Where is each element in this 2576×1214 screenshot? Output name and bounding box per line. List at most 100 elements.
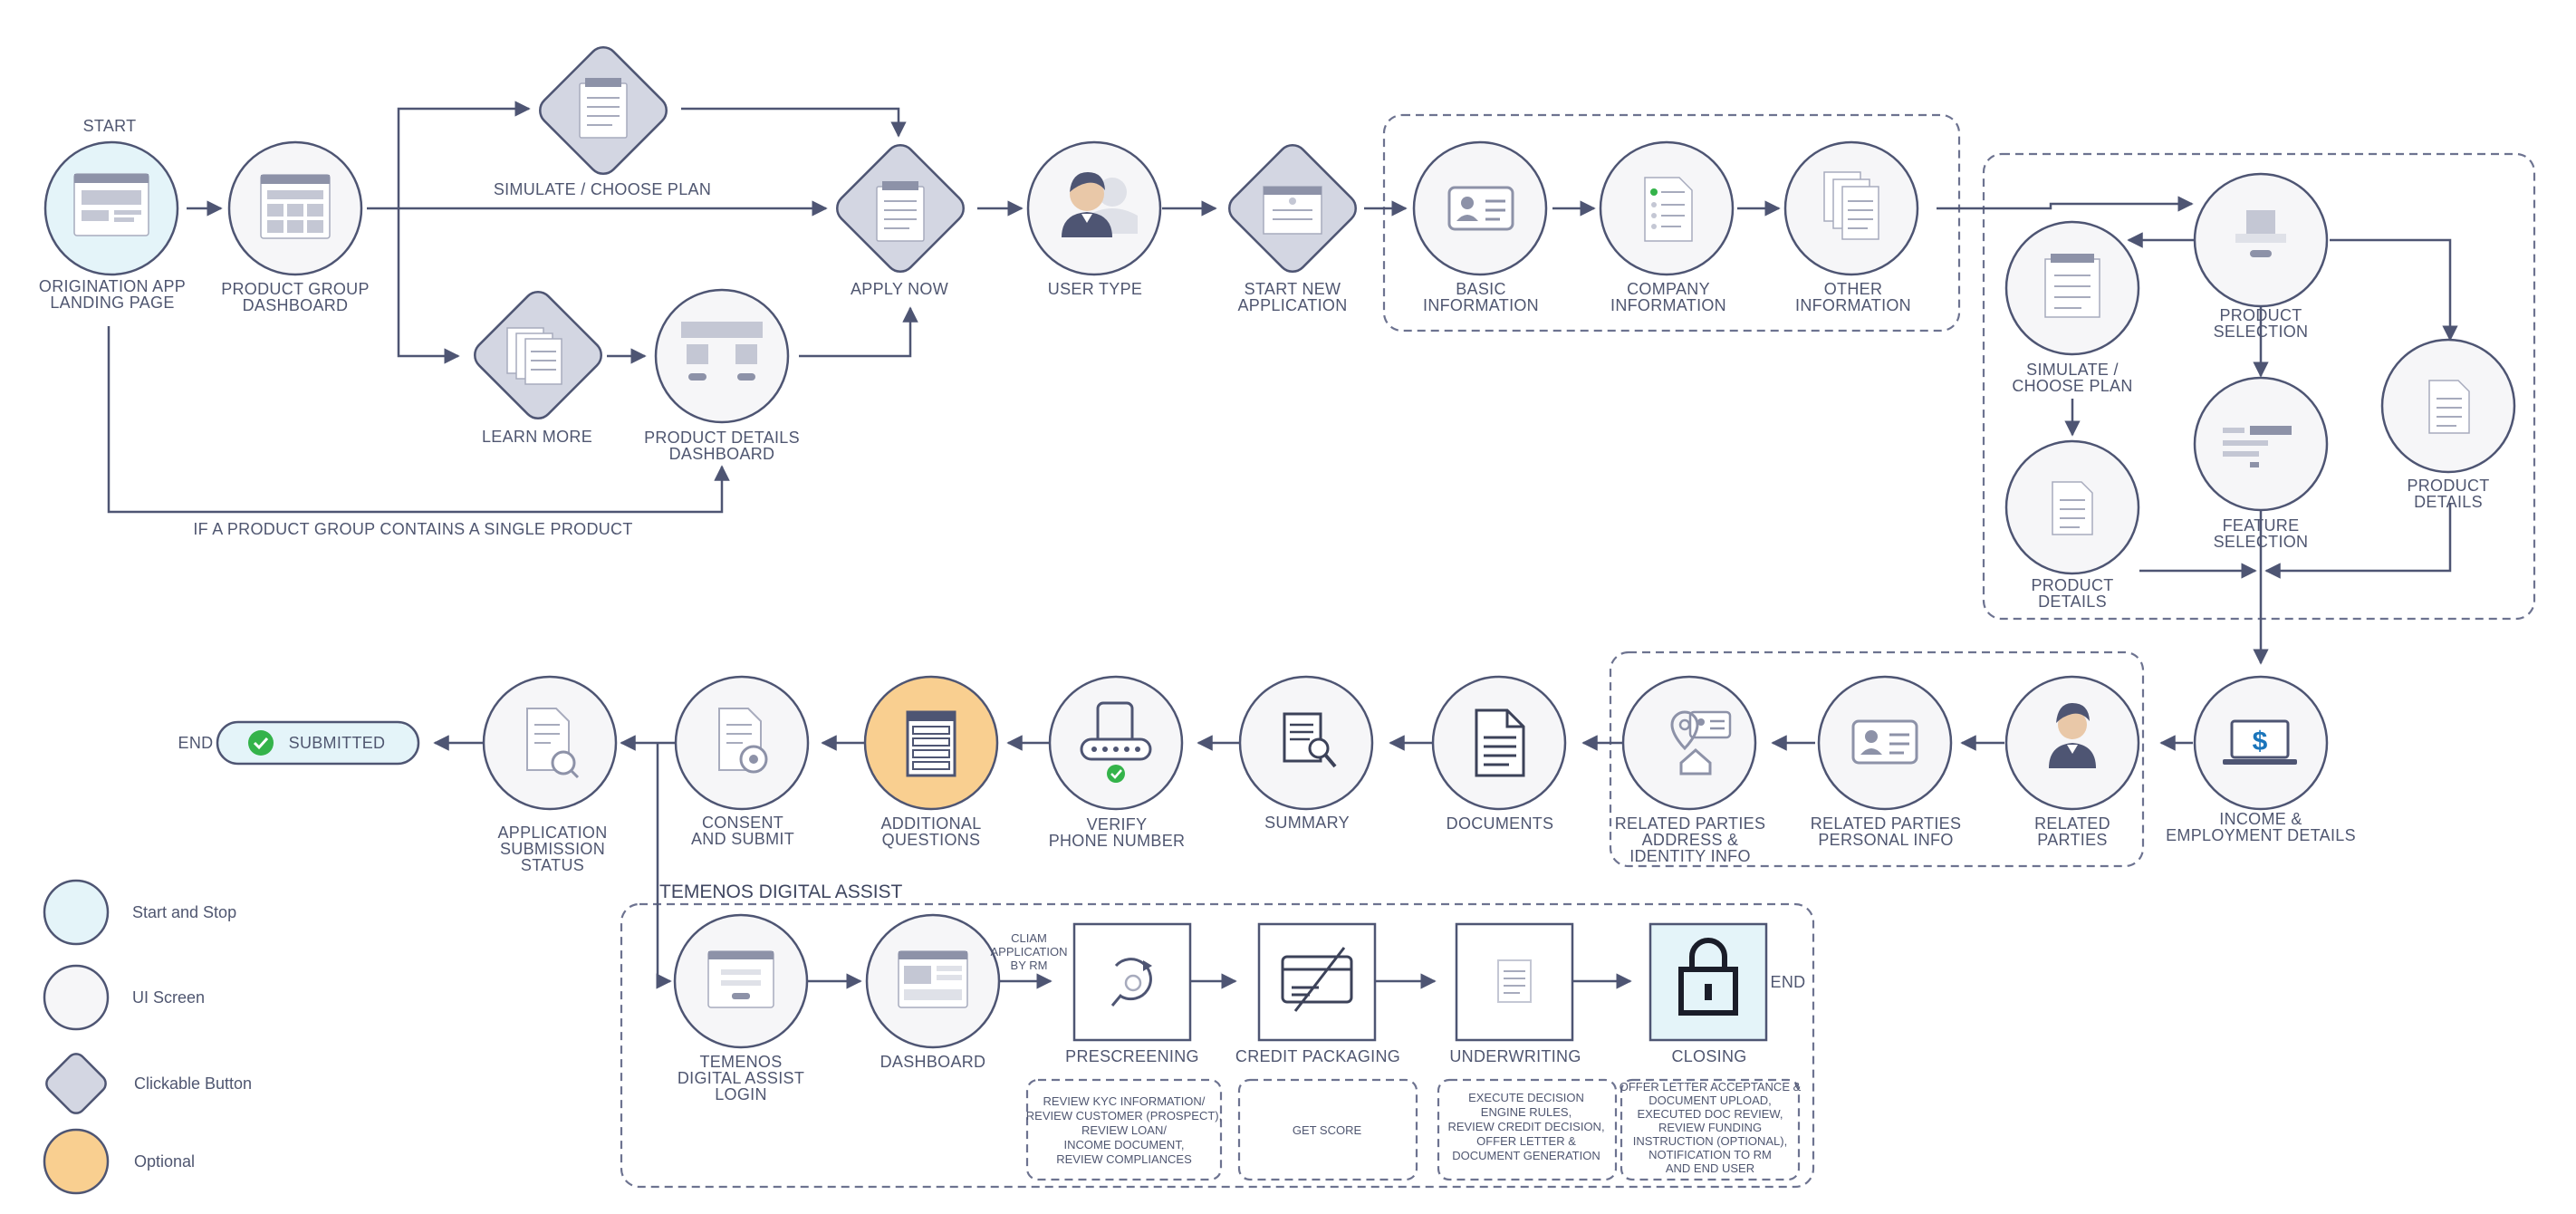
related-parties-address-identity[interactable]	[1621, 675, 1757, 811]
basic-information[interactable]	[1412, 140, 1548, 276]
td-login-label-line1: TEMENOS	[699, 1053, 782, 1071]
underwriting-label: UNDERWRITING	[1449, 1047, 1581, 1065]
rp-address-label-line1: RELATED PARTIES	[1615, 814, 1766, 833]
credit-note: GET SCORE	[1293, 1123, 1362, 1137]
product-selection-label-line2: SELECTION	[2214, 323, 2309, 341]
prescreening[interactable]	[1072, 922, 1192, 1042]
claim-label-line2: APPLICATION	[990, 945, 1067, 959]
document-icon	[1497, 959, 1532, 1003]
prescreening-note-box	[1025, 1078, 1223, 1181]
temenos-digital-assist-login[interactable]	[673, 913, 809, 1049]
legend-ui-screen: UI Screen	[132, 988, 205, 1007]
submitted-label: SUBMITTED	[289, 734, 386, 752]
app-status-label-line1: APPLICATION	[498, 824, 608, 842]
prescreening-label: PRESCREENING	[1065, 1047, 1199, 1065]
application-submission-status[interactable]	[482, 675, 618, 811]
legend-optional-swatch	[43, 1128, 110, 1195]
laptop-dollar-icon	[2230, 719, 2290, 759]
legend-start-stop: Start and Stop	[132, 903, 236, 921]
learn-more-label: LEARN MORE	[482, 428, 592, 446]
additional-label-line1: ADDITIONAL	[880, 814, 981, 833]
apply-now-button[interactable]	[831, 140, 970, 278]
svg-text:$: $	[2253, 727, 2268, 756]
user-type[interactable]	[1026, 140, 1162, 276]
legend-ui-screen-swatch	[43, 964, 110, 1031]
credit-note-box	[1237, 1078, 1418, 1181]
rp-address-label-line2: ADDRESS &	[1642, 831, 1739, 849]
feature-selection[interactable]	[2193, 376, 2329, 512]
product-group-dashboard[interactable]	[227, 140, 363, 276]
underwriting[interactable]	[1455, 922, 1574, 1042]
user-type-label: USER TYPE	[1048, 280, 1142, 298]
product-group-label-line2: DASHBOARD	[243, 296, 349, 314]
verify-label-line2: PHONE NUMBER	[1049, 832, 1186, 850]
other-info-label-line1: OTHER	[1824, 280, 1883, 298]
temenos-section-title: TEMENOS DIGITAL ASSIST	[659, 882, 903, 902]
underwriting-note-box	[1437, 1078, 1618, 1181]
consent-and-submit[interactable]	[674, 675, 810, 811]
company-info-label-line1: COMPANY	[1627, 280, 1710, 298]
closing[interactable]	[1648, 922, 1768, 1042]
close-note-line5: INSTRUCTION (OPTIONAL),	[1633, 1134, 1787, 1148]
credit-card-off-icon	[1281, 955, 1353, 1004]
uw-note-line5: DOCUMENT GENERATION	[1452, 1149, 1600, 1162]
pre-note-line2: REVIEW CUSTOMER (PROSPECT),	[1026, 1109, 1222, 1122]
product-details-right[interactable]	[2380, 338, 2516, 474]
refresh-search-icon	[1114, 958, 1152, 1001]
product-details-dashboard[interactable]	[654, 288, 790, 424]
simulate-choose-plan-screen[interactable]	[2004, 220, 2140, 356]
pre-note-line5: REVIEW COMPLIANCES	[1056, 1152, 1192, 1166]
product-selection[interactable]	[2193, 172, 2329, 308]
legend: Start and Stop UI Screen Clickable Butto…	[43, 879, 252, 1195]
origination-app-landing-page[interactable]	[43, 140, 179, 276]
documents-label: DOCUMENTS	[1447, 814, 1554, 833]
information-group	[1382, 113, 1961, 332]
close-note-line6: NOTIFICATION TO RM	[1648, 1148, 1772, 1161]
user-avatar-icon	[1098, 178, 1127, 207]
summary-search-icon	[1283, 712, 1322, 763]
basic-info-label-line2: INFORMATION	[1423, 296, 1539, 314]
simulate-choose-plan-button[interactable]	[534, 42, 673, 180]
temenos-dashboard[interactable]	[865, 913, 1001, 1049]
income-employment-details[interactable]: $	[2193, 675, 2329, 811]
start-label: START	[83, 117, 137, 135]
pre-note-line4: INCOME DOCUMENT,	[1064, 1138, 1185, 1151]
related-parties-personal-info[interactable]	[1817, 675, 1953, 811]
summary[interactable]	[1238, 675, 1374, 811]
related-parties[interactable]	[2004, 675, 2140, 811]
submitted-status	[216, 720, 420, 766]
product-details-dash-label-line1: PRODUCT DETAILS	[644, 429, 800, 447]
uw-note-line3: REVIEW CREDIT DECISION,	[1447, 1120, 1604, 1133]
company-information[interactable]	[1599, 140, 1735, 276]
check-circle-icon	[248, 730, 274, 756]
rp-personal-label-line1: RELATED PARTIES	[1811, 814, 1962, 833]
edges	[107, 101, 2458, 989]
legend-clickable-swatch	[45, 1053, 107, 1114]
document-icon	[579, 82, 628, 139]
uw-note-line4: OFFER LETTER &	[1476, 1134, 1576, 1148]
other-information[interactable]	[1783, 140, 1919, 276]
summary-label: SUMMARY	[1264, 814, 1350, 832]
claim-label-line1: CLIAM	[1011, 931, 1047, 945]
additional-questions[interactable]	[863, 675, 999, 811]
related-parties-label-line1: RELATED	[2034, 814, 2110, 833]
close-note-line4: REVIEW FUNDING	[1658, 1121, 1762, 1134]
company-info-label-line2: INFORMATION	[1610, 296, 1726, 314]
td-login-label-line3: LOGIN	[715, 1085, 767, 1103]
temenos-digital-assist-group	[620, 902, 1815, 1189]
start-new-label-line1: START NEW	[1245, 280, 1341, 298]
product-details-left[interactable]	[2004, 439, 2140, 575]
learn-more-button[interactable]	[469, 286, 608, 425]
feature-selection-label-line1: FEATURE	[2223, 516, 2300, 535]
id-card-icon	[1851, 719, 1918, 765]
verify-phone-number[interactable]	[1048, 675, 1184, 811]
consent-label-line1: CONSENT	[702, 814, 783, 832]
documents[interactable]	[1431, 675, 1567, 811]
start-new-application-button[interactable]	[1224, 140, 1362, 278]
product-details-icon	[681, 322, 763, 338]
credit-packaging[interactable]	[1257, 922, 1377, 1042]
feature-list-icon	[2250, 426, 2292, 435]
end-closing-label: END	[1771, 973, 1806, 991]
uw-note-line2: ENGINE RULES,	[1481, 1105, 1572, 1119]
rp-address-label-line3: IDENTITY INFO	[1629, 847, 1751, 865]
